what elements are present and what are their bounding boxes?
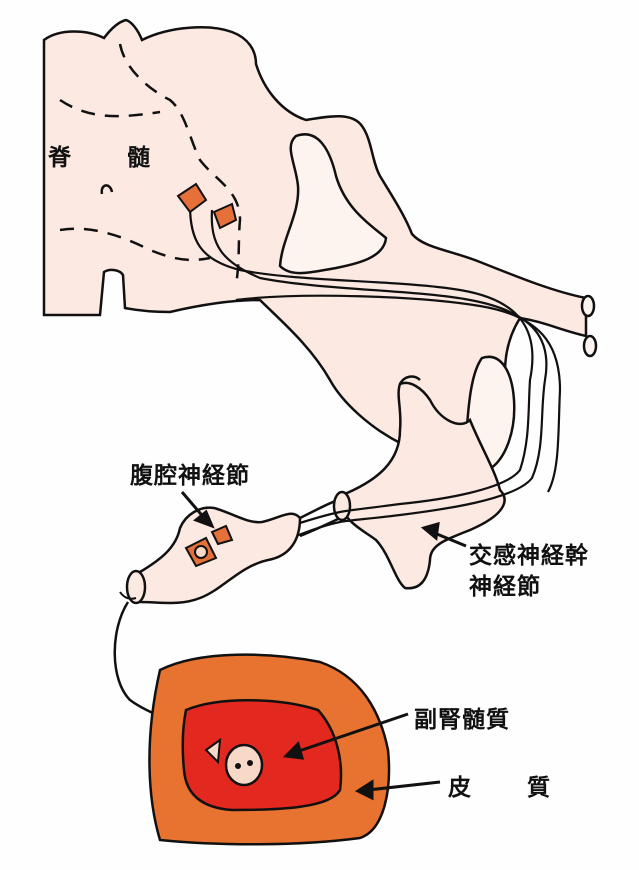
chromaffin-cell <box>226 745 262 785</box>
cortex-label: 皮 質 <box>448 768 574 802</box>
chromaffin-nucleus-1 <box>235 763 241 769</box>
arrow-cortex <box>358 782 440 798</box>
ramus-cut-end-2 <box>584 336 596 356</box>
chromaffin-nucleus-2 <box>247 760 253 766</box>
spinal-cord-label: 脊 髄 <box>48 138 174 172</box>
celiac-neuron-nucleus <box>195 546 207 558</box>
adrenal-medulla <box>183 700 341 810</box>
sympathetic-trunk-label-line2: 神経節 <box>469 567 541 601</box>
celiac-ganglion-label: 腹腔神経節 <box>130 456 250 490</box>
adrenal-medulla-label: 副腎髄質 <box>414 700 510 734</box>
nerve-cut-end <box>334 492 350 520</box>
ramus-cut-end-1 <box>582 296 594 316</box>
celiac-ganglion <box>140 508 300 603</box>
sympathetic-trunk-label-line1: 交感神経幹 <box>469 536 589 570</box>
